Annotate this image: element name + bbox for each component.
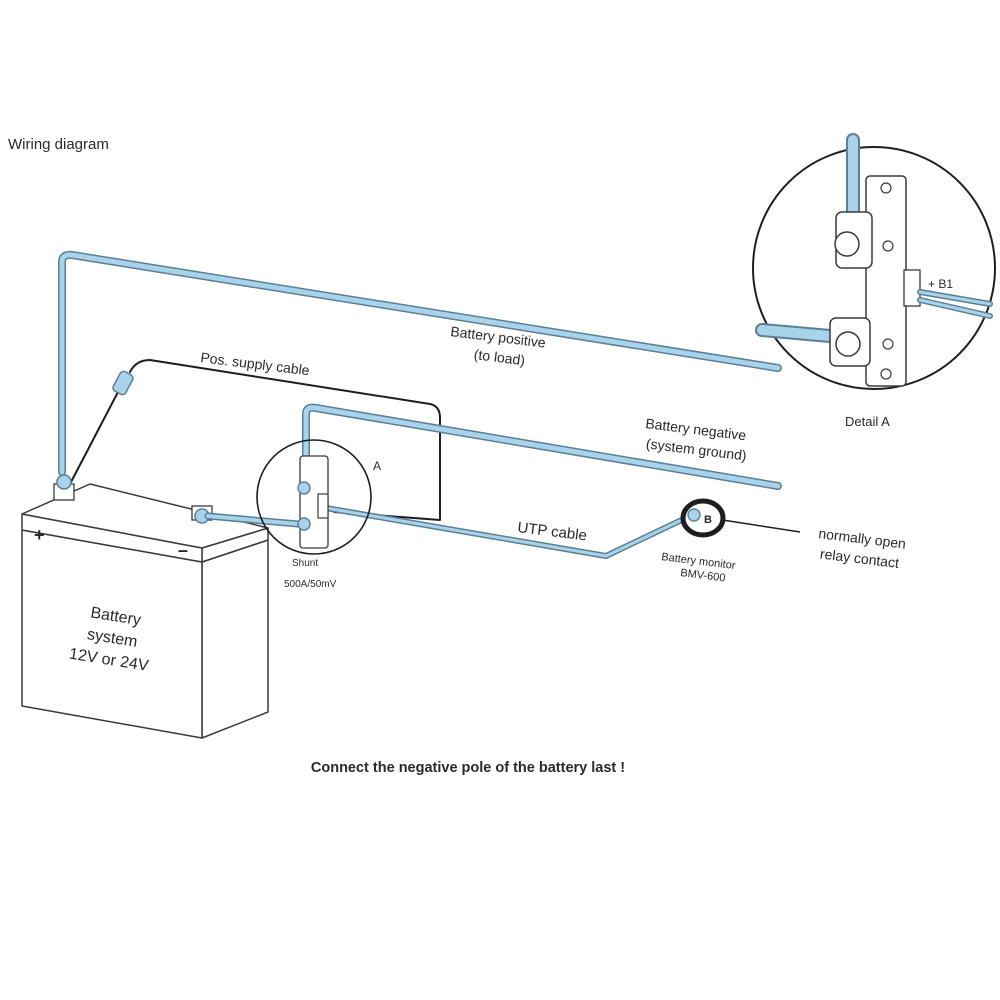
b1-label: + B1 xyxy=(928,277,953,291)
warning-text: Connect the negative pole of the battery… xyxy=(311,760,625,776)
diagram-title: Wiring diagram xyxy=(8,136,109,153)
detail-bottom-bolt xyxy=(835,331,861,357)
detail-top-bolt xyxy=(834,231,860,257)
utp-cable xyxy=(323,505,693,559)
pos-supply-label: Pos. supply cable xyxy=(200,349,311,378)
battery-monitor: B Battery monitor BMV-600 xyxy=(661,498,801,584)
shunt-rating: 500A/50mV xyxy=(284,579,337,590)
monitor-terminal-b: B xyxy=(704,514,712,526)
battery-positive-sublabel: (to load) xyxy=(473,346,526,368)
fuse-holder xyxy=(112,370,134,396)
battery: + – Battery system 12V or 24V xyxy=(21,474,302,739)
minus-sign: – xyxy=(178,540,188,560)
positive-terminal xyxy=(53,474,75,501)
detail-shunt-plate xyxy=(865,175,907,387)
plus-sign: + xyxy=(34,525,45,545)
shunt: A Shunt 500A/50mV xyxy=(256,439,381,590)
battery-monitor-model: BMV-600 xyxy=(680,567,726,584)
detail-b1-terminal xyxy=(903,269,921,307)
detail-marker-circle xyxy=(256,439,372,555)
relay-wire xyxy=(715,518,801,533)
detail-a: + B1 xyxy=(752,133,996,390)
detail-a-label: Detail A xyxy=(845,414,890,429)
battery-to-shunt-cable xyxy=(204,512,302,528)
battery-negative-cable xyxy=(302,403,782,490)
shunt-label: Shunt xyxy=(292,558,318,569)
battery-positive-cable xyxy=(58,250,782,476)
detail-marker-label: A xyxy=(373,459,381,473)
pos-supply-cable xyxy=(69,359,441,521)
